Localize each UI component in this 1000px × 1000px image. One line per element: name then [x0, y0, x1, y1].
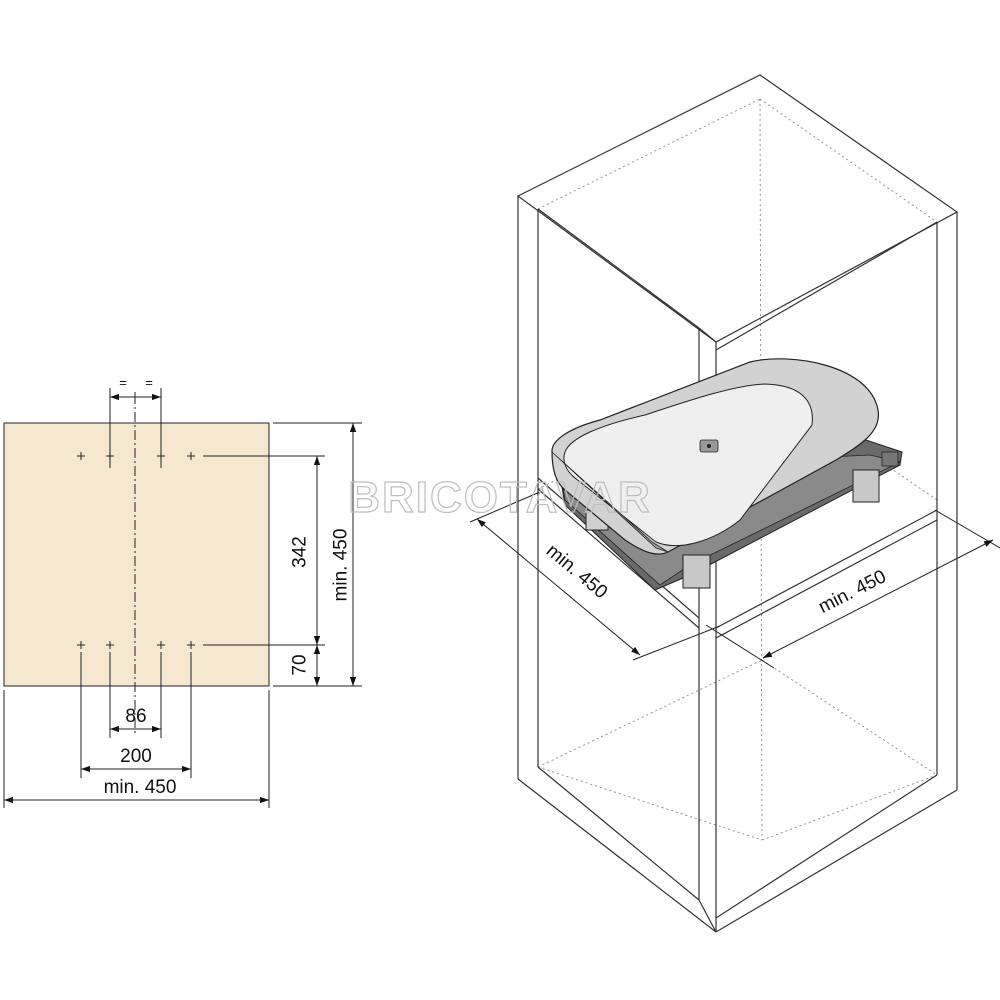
ironing-board-top: [563, 383, 813, 546]
dimension-200-label: 200: [120, 746, 152, 767]
latch-icon: [699, 439, 719, 453]
drill-hole: [157, 641, 165, 649]
drill-hole: [187, 641, 195, 649]
watermark-logo: BRICOTAVAR: [348, 473, 652, 522]
extension-line: [469, 491, 541, 523]
dimension-depth-line: [476, 518, 641, 656]
extension-line: [632, 625, 721, 661]
board-front-edge: [551, 451, 669, 553]
extension-line: [705, 624, 775, 669]
drill-hole: [77, 452, 85, 460]
dimension-panel-width-label: min. 450: [104, 777, 177, 798]
drill-hole: [77, 641, 85, 649]
equal-mark-right: =: [145, 375, 153, 390]
side-panel: [3, 422, 270, 687]
drill-hole: [187, 452, 195, 460]
elevation-view: = = 342 70 min. 450: [3, 375, 362, 808]
dimension-depth-label: min. 450: [542, 540, 611, 603]
dimension-width-line: [762, 539, 994, 659]
extension-line: [934, 509, 1000, 549]
drill-hole: [157, 452, 165, 460]
dimension-70-label: 70: [290, 654, 311, 675]
dimension-width-label: min. 450: [815, 566, 889, 618]
drill-hole: [106, 641, 114, 649]
drill-holes: [77, 452, 195, 649]
cabinet-view: min. 450 min. 450: [469, 74, 1000, 933]
dimension-342-label: 342: [290, 536, 311, 568]
dimension-86-label: 86: [125, 706, 146, 727]
mounting-bracket-right: [852, 469, 880, 503]
dimension-panel-height-label: min. 450: [331, 529, 352, 602]
drill-hole: [106, 452, 114, 460]
rail-end-cap: [881, 451, 899, 467]
ironing-board-unit: [551, 358, 903, 591]
mounting-bracket-front: [682, 554, 711, 589]
equal-mark-left: =: [119, 375, 127, 390]
